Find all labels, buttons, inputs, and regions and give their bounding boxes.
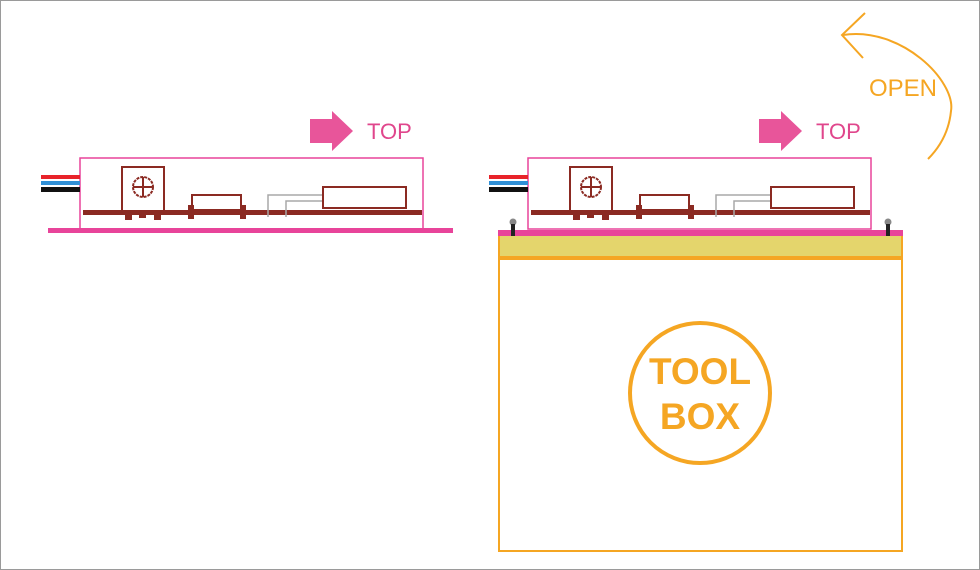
- screw-icon: [884, 218, 892, 236]
- left-top-label: TOP: [367, 119, 412, 144]
- left-mount-rail: [48, 228, 453, 233]
- screw-icon: [509, 218, 517, 236]
- toolbox: TOOL BOX: [498, 232, 903, 552]
- right-top-arrow-icon: [759, 111, 802, 151]
- open-rotate-arrow-icon: [840, 12, 953, 160]
- open-label: OPEN: [869, 75, 937, 102]
- right-module: [488, 157, 903, 236]
- left-module: [40, 157, 453, 233]
- right-top-label: TOP: [816, 119, 861, 144]
- toolbox-label-line1: TOOL: [649, 351, 751, 392]
- toolbox-circle: [628, 321, 772, 465]
- toolbox-label-line2: BOX: [660, 396, 741, 437]
- left-top-arrow-icon: [310, 111, 353, 151]
